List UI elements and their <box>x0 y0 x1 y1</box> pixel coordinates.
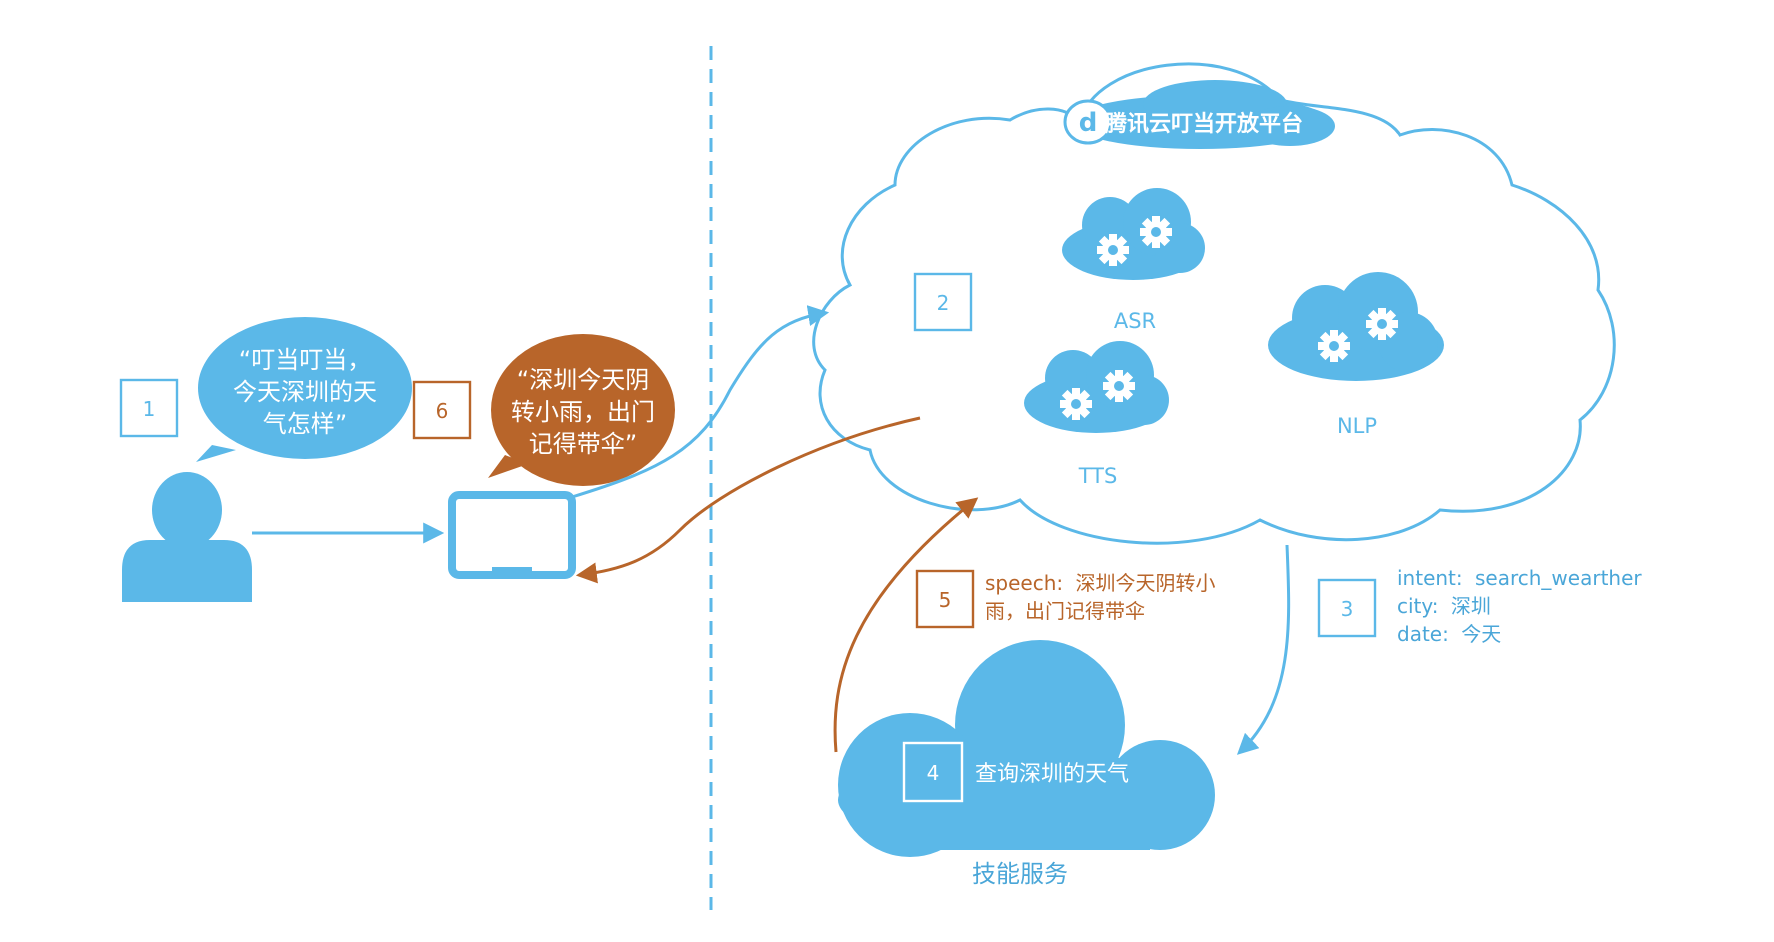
device-speech-bubble: “深圳今天阴 转小雨，出门 记得带伞” <box>488 334 675 486</box>
nlp-label: NLP <box>1337 414 1377 438</box>
svg-text:intent: search_wearther: intent: search_wearther <box>1397 566 1642 590</box>
step-5-number: 5 <box>939 588 952 612</box>
tts-gear-icon <box>1060 388 1092 420</box>
device-to-platform-arrow <box>571 305 830 499</box>
step-2-box: 2 <box>913 272 973 332</box>
date-key: date: <box>1397 622 1449 646</box>
user-icon <box>122 472 252 602</box>
city-value: 深圳 <box>1451 594 1491 618</box>
user-speech-bubble: “叮当叮当， 今天深圳的天 气怎样” <box>196 317 412 462</box>
date-value: 今天 <box>1461 622 1501 646</box>
tts-service: TTS <box>1024 341 1169 488</box>
dingdang-logo-icon <box>1063 99 1113 145</box>
step-4-box: 4 <box>902 741 964 803</box>
device-bubble-line3: 记得带伞” <box>529 430 637 458</box>
intent-info: intent: search_wearther city: 深圳 date: 今… <box>1397 566 1642 646</box>
skill-service-label: 技能服务 <box>972 860 1068 888</box>
intent-key: intent: <box>1397 566 1463 590</box>
platform-cloud-outline <box>812 62 1616 545</box>
intent-value: search_wearther <box>1475 566 1642 590</box>
city-key: city: <box>1397 594 1439 618</box>
tablet-device-icon <box>448 491 576 579</box>
step-4-number: 4 <box>927 761 940 785</box>
platform-to-skill-arrow <box>1236 544 1291 755</box>
user-bubble-line2: 今天深圳的天 <box>233 378 377 406</box>
svg-text:date: 今天: date: 今天 <box>1397 622 1501 646</box>
step-2-number: 2 <box>937 291 950 315</box>
skill-to-platform-arrow <box>833 497 979 753</box>
device-bubble-line2: 转小雨，出门 <box>511 398 655 426</box>
device-bubble-line1: “深圳今天阴 <box>517 366 649 394</box>
step-1-number: 1 <box>143 397 156 421</box>
platform-to-device-arrow <box>575 416 921 584</box>
nlp-gear-icon <box>1318 330 1350 362</box>
step-1-box: 1 <box>119 378 179 438</box>
dingdang-logo-letter: d <box>1079 108 1098 138</box>
user-bubble-line3: 气怎样” <box>263 410 347 438</box>
step-5-box: 5 <box>915 569 975 629</box>
user-bubble-line1: “叮当叮当， <box>239 346 371 374</box>
step-6-number: 6 <box>436 399 449 423</box>
asr-gear-icon <box>1097 234 1129 266</box>
nlp-gear-icon-small <box>1366 308 1398 340</box>
step-3-number: 3 <box>1341 597 1354 621</box>
skill-service-cloud <box>838 640 1215 857</box>
tts-label: TTS <box>1078 464 1118 488</box>
speech-value-line2: 雨，出门记得带伞 <box>985 599 1145 623</box>
skill-query-text: 查询深圳的天气 <box>975 762 1129 787</box>
tts-gear-icon-small <box>1103 370 1135 402</box>
platform-name: 腾讯云叮当开放平台 <box>1105 111 1303 137</box>
speech-value-line1: 深圳今天阴转小 <box>1076 571 1216 595</box>
svg-text:speech: 深圳今天阴转小: speech: 深圳今天阴转小 <box>985 571 1216 595</box>
asr-gear-icon-small <box>1140 216 1172 248</box>
step-6-box: 6 <box>412 380 472 440</box>
platform-logo-cloud: d 腾讯云叮当开放平台 <box>1063 80 1335 149</box>
asr-label: ASR <box>1114 309 1156 333</box>
nlp-service: NLP <box>1268 272 1444 438</box>
step-3-box: 3 <box>1317 578 1377 638</box>
asr-service: ASR <box>1062 188 1205 333</box>
svg-text:city: 深圳: city: 深圳 <box>1397 594 1491 618</box>
speech-info: speech: 深圳今天阴转小 雨，出门记得带伞 <box>985 571 1216 623</box>
speech-key: speech: <box>985 571 1063 595</box>
